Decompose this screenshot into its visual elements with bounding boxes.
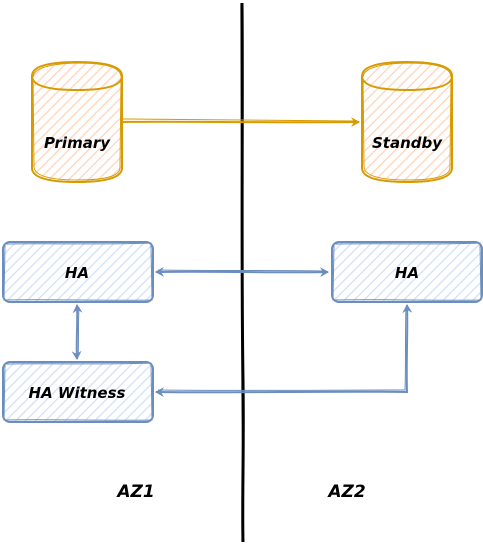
edge-ha-left-to-ha-right: [155, 266, 329, 278]
ha-witness-node[interactable]: HA Witness: [2, 361, 154, 423]
ha-left-label: HA: [65, 264, 89, 282]
standby-database-node[interactable]: Standby: [360, 60, 454, 184]
edge-ha-left-to-witness: [71, 304, 83, 360]
primary-database-node[interactable]: Primary: [30, 60, 124, 184]
ha-left-node[interactable]: HA: [2, 241, 154, 303]
ha-right-node[interactable]: HA: [331, 241, 483, 303]
edge-primary-to-standby: [121, 117, 360, 128]
edge-witness-to-ha-right: [155, 304, 413, 398]
primary-label: Primary: [44, 134, 111, 152]
zone-label-az1: AZ1: [115, 482, 154, 502]
ha-witness-label: HA Witness: [29, 384, 126, 402]
ha-right-label: HA: [395, 264, 419, 282]
standby-label: Standby: [372, 134, 443, 152]
zone-label-az2: AZ2: [326, 482, 365, 502]
